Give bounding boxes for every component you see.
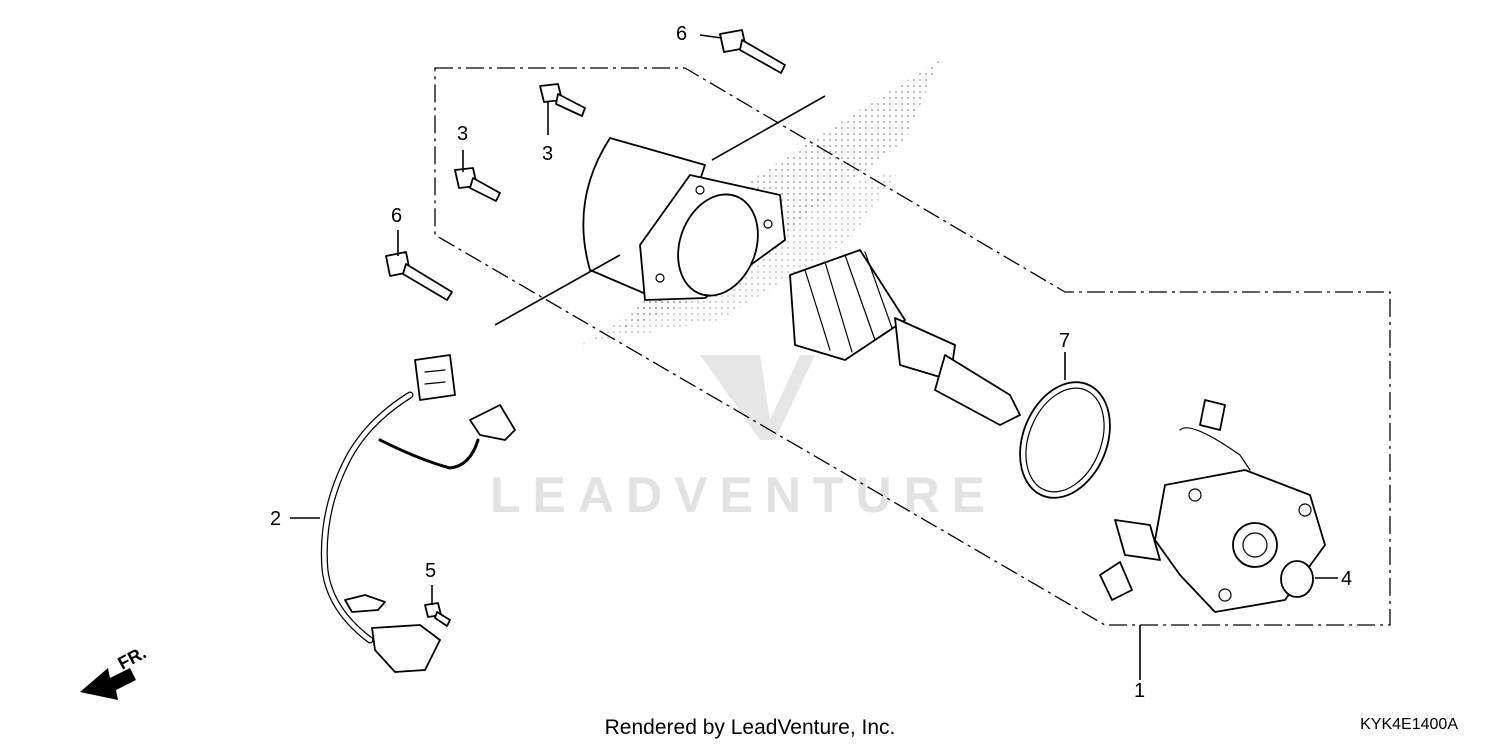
callout-4: 4 xyxy=(1341,568,1352,590)
callout-3-lower: 3 xyxy=(457,123,468,145)
footer-credit: Rendered by LeadVenture, Inc. xyxy=(604,716,896,739)
assembly-outline xyxy=(434,67,1391,626)
callout-2: 2 xyxy=(270,508,281,530)
callout-5: 5 xyxy=(425,560,436,582)
diagram-code: KYK4E1400A xyxy=(1360,716,1458,733)
callout-1: 1 xyxy=(1134,680,1145,702)
callouts: 6 3 3 6 7 2 5 4 1 xyxy=(270,23,1352,702)
callout-7: 7 xyxy=(1059,330,1070,352)
bolt-lower-6 xyxy=(385,251,453,301)
watermark-v-icon xyxy=(700,355,815,440)
callout-3-upper: 3 xyxy=(542,143,553,165)
armature xyxy=(789,249,1021,426)
direction-label: FR. xyxy=(114,642,149,673)
motor-case xyxy=(582,137,786,301)
o-ring xyxy=(1019,381,1111,499)
wire-harness xyxy=(320,354,516,673)
arrow-left-icon xyxy=(80,668,136,700)
watermark: LEADVENTURE xyxy=(490,60,997,523)
bolt-upper-6 xyxy=(719,29,786,74)
screw-5 xyxy=(424,602,451,627)
leader-lines xyxy=(290,34,1338,680)
screw-lower-3 xyxy=(454,167,501,202)
watermark-text: LEADVENTURE xyxy=(490,467,997,523)
front-direction-arrow: FR. xyxy=(80,642,149,700)
small-o-ring xyxy=(1280,560,1314,598)
screw-upper-3 xyxy=(539,83,586,117)
callout-6-upper: 6 xyxy=(676,23,687,45)
callout-6-lower: 6 xyxy=(391,205,402,227)
